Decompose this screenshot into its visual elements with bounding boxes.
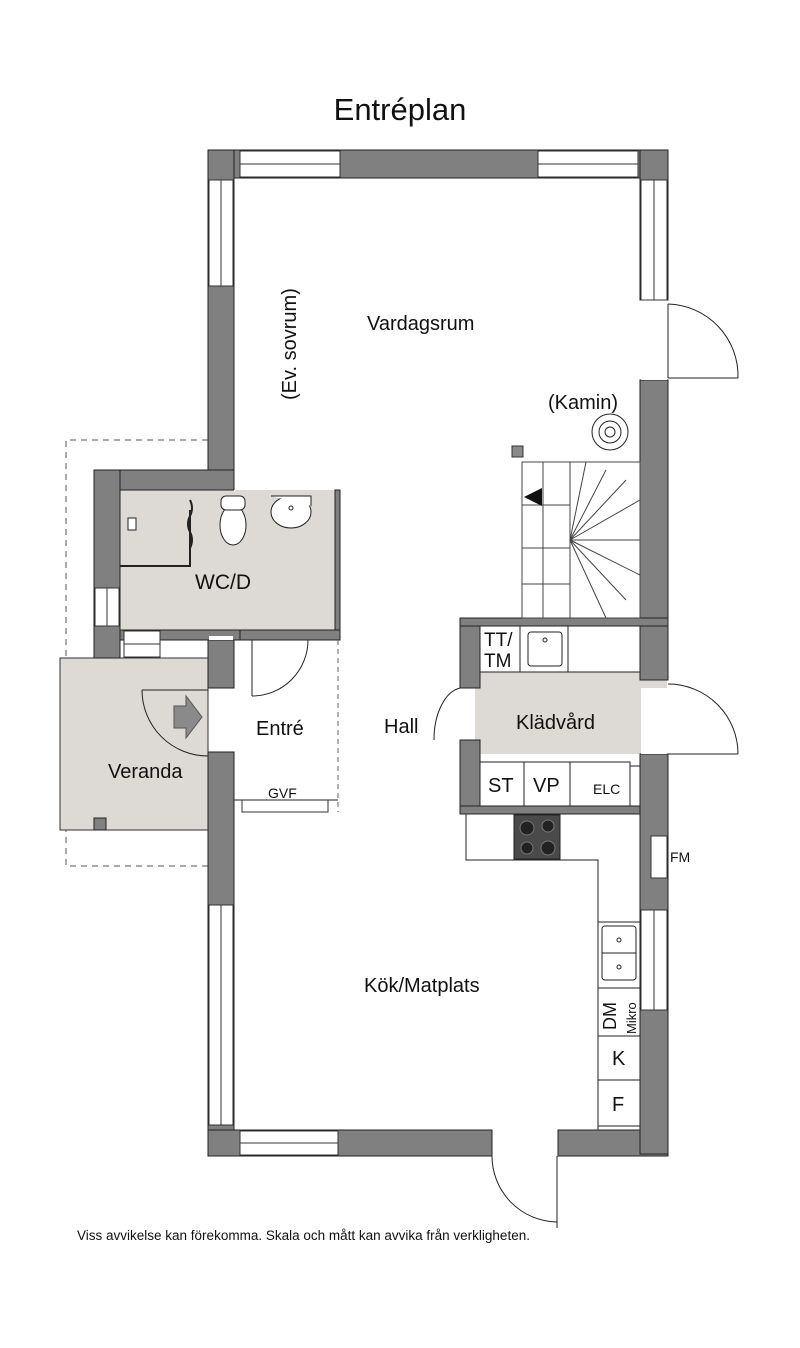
kamin-icon — [591, 413, 629, 451]
chimney-icon — [511, 445, 524, 458]
kladvard-cabinets — [479, 625, 641, 807]
room-label-wc: WC/D — [195, 571, 251, 594]
label-st: ST — [488, 775, 514, 797]
label-gvf: GVF — [268, 785, 297, 801]
stove-icon — [513, 814, 561, 860]
label-tm: TM — [484, 651, 511, 672]
kladvard-floor — [475, 672, 667, 754]
stairs-arrow-icon — [524, 488, 542, 506]
kitchen-counter — [465, 814, 640, 1130]
label-k: K — [612, 1048, 626, 1070]
openings — [209, 300, 667, 1155]
room-label-ev-sovrum: (Ev. sovrum) — [279, 288, 301, 400]
label-elc: ELC — [593, 781, 620, 797]
veranda-post — [93, 817, 107, 831]
label-fm: FM — [670, 849, 690, 865]
disclaimer-text: Viss avvikelse kan förekomma. Skala och … — [77, 1228, 530, 1243]
veranda-floor — [59, 657, 209, 831]
room-label-kok: Kök/Matplats — [364, 975, 480, 997]
stairs — [521, 461, 641, 619]
room-label-veranda: Veranda — [108, 761, 183, 783]
plan-title: Entréplan — [333, 92, 467, 127]
label-dm: DM — [600, 1002, 620, 1030]
roof-outline-dashed — [65, 439, 208, 867]
room-label-kladvard: Klädvård — [516, 712, 595, 734]
label-mikro: Mikro — [624, 1002, 639, 1034]
wc-fixtures — [120, 495, 312, 567]
label-kamin: (Kamin) — [548, 392, 618, 414]
entrance-arrow-icon — [173, 694, 203, 740]
room-label-hall: Hall — [384, 716, 418, 738]
label-tt: TT/ — [484, 630, 513, 651]
doors — [141, 303, 739, 1228]
room-label-vardagsrum: Vardagsrum — [367, 313, 474, 335]
label-vp: VP — [533, 775, 560, 797]
room-label-entre: Entré — [256, 718, 304, 740]
windows — [94, 150, 668, 1156]
label-f: F — [612, 1094, 624, 1116]
